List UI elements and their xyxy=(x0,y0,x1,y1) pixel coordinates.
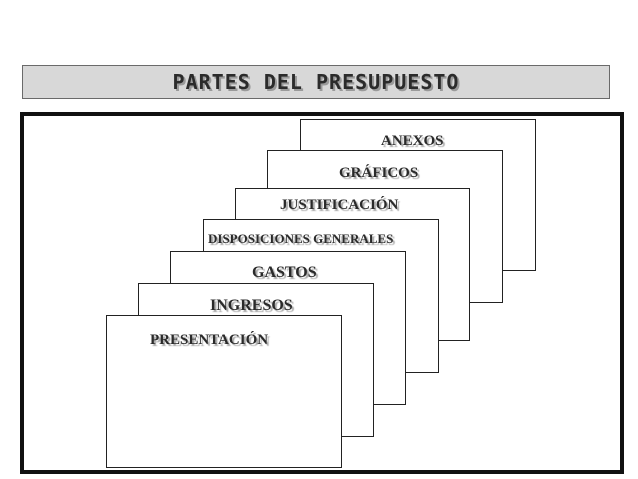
card-label-justificacion: JUSTIFICACIÓN xyxy=(280,197,399,213)
page-title: PARTES DEL PRESUPUESTO xyxy=(172,70,460,94)
title-bar: PARTES DEL PRESUPUESTO xyxy=(22,65,610,99)
card-presentacion: PRESENTACIÓN xyxy=(106,315,342,468)
card-label-presentacion: PRESENTACIÓN xyxy=(150,332,269,348)
card-label-anexos: ANEXOS xyxy=(381,133,444,149)
card-label-ingresos: INGRESOS xyxy=(210,297,293,314)
card-label-disposiciones-generales: DISPOSICIONES GENERALES xyxy=(208,231,394,246)
card-label-graficos: GRÁFICOS xyxy=(339,165,419,181)
diagram-frame: ANEXOS GRÁFICOS JUSTIFICACIÓN DISPOSICIO… xyxy=(20,112,624,474)
card-label-gastos: GASTOS xyxy=(252,264,317,281)
